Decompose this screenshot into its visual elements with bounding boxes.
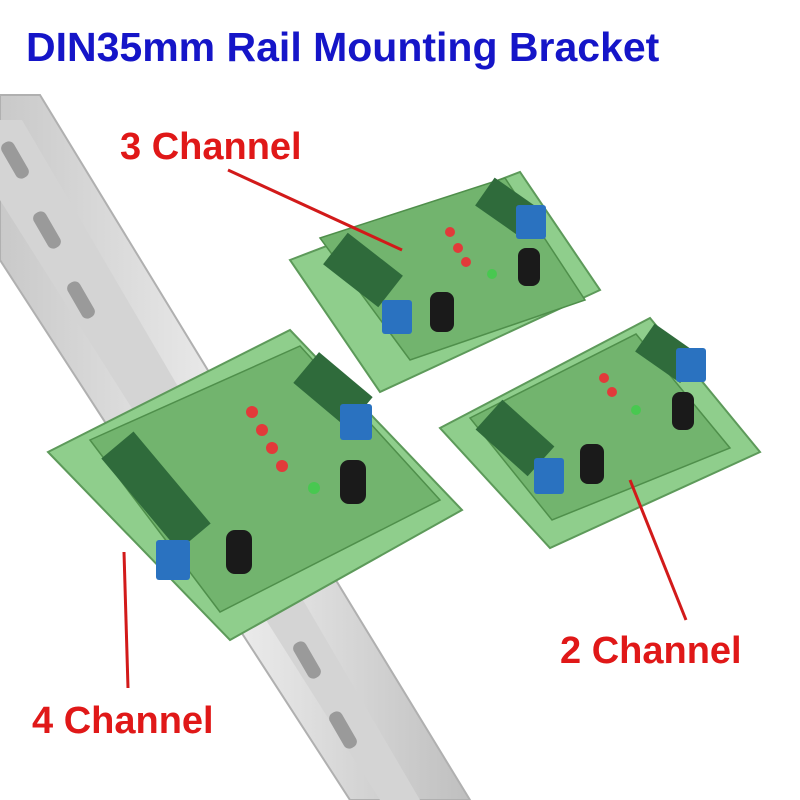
callout-3-channel <box>227 168 403 252</box>
leds-3ch <box>445 227 497 279</box>
callout-4-channel <box>122 551 130 689</box>
capacitors-2ch <box>580 392 694 484</box>
callout-lines <box>122 168 688 689</box>
rail-slots <box>1 141 357 749</box>
leds-2ch <box>599 373 641 415</box>
leds-4ch <box>246 406 320 494</box>
screw-terminals-2ch <box>534 348 706 494</box>
label-4-channel: 4 Channel <box>32 700 214 742</box>
screw-terminals-3ch <box>382 205 546 334</box>
board-3-channel <box>288 170 602 394</box>
capacitors-4ch <box>226 460 366 574</box>
board-2-channel <box>438 316 762 550</box>
label-2-channel: 2 Channel <box>560 630 742 672</box>
capacitors-3ch <box>430 248 540 332</box>
screw-terminals-4ch <box>156 404 372 580</box>
board-4-channel <box>46 328 464 642</box>
label-3-channel: 3 Channel <box>120 126 302 168</box>
image-title: DIN35mm Rail Mounting Bracket <box>26 24 660 70</box>
callout-2-channel <box>628 479 688 621</box>
